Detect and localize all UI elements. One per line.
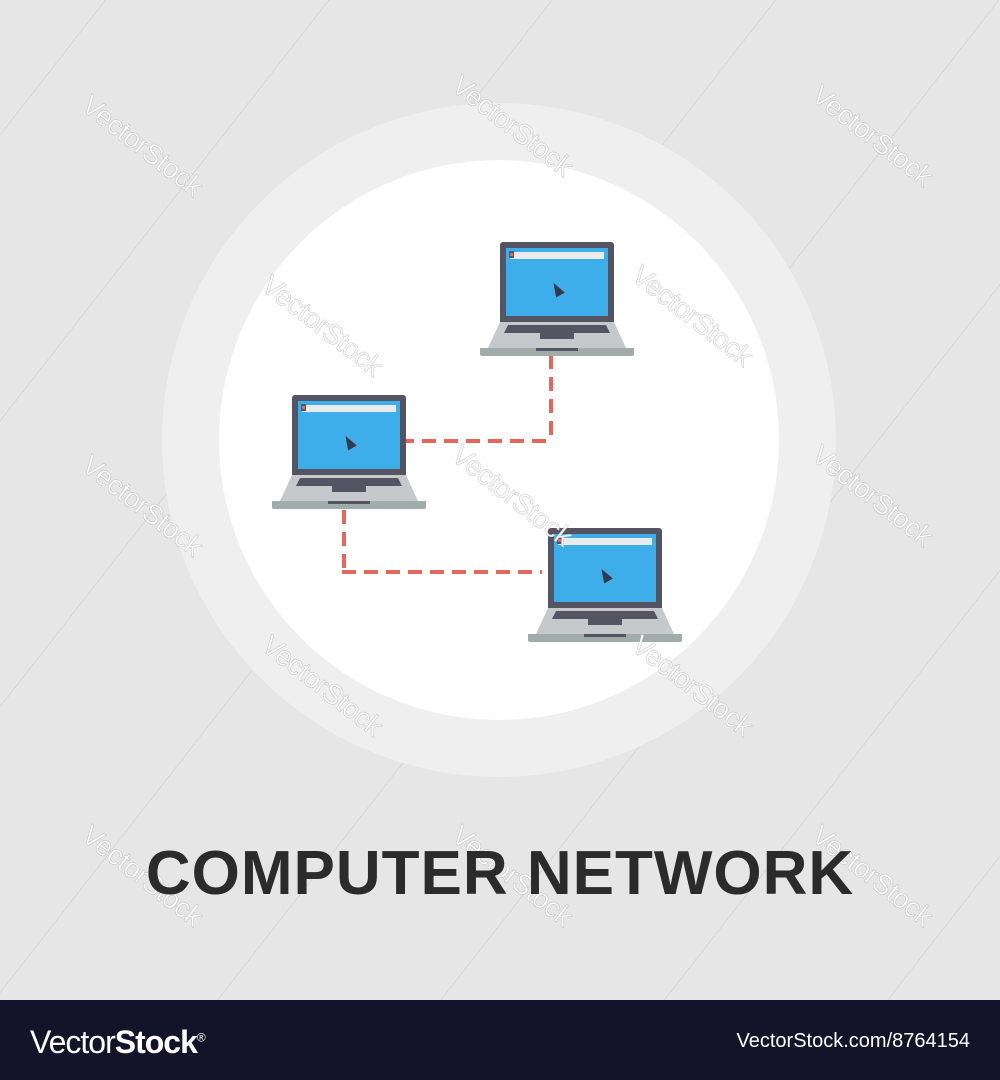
illustration-title: COMPUTER NETWORK [145, 839, 855, 908]
illustration-canvas: VectorStock VectorStock VectorStock Vect… [0, 0, 1000, 1000]
footer-bar: VectorStock® VectorStock.com/8764154 [0, 1000, 1000, 1080]
brand-logo: VectorStock® [30, 1024, 206, 1061]
connection-line [342, 570, 542, 574]
image-reference: VectorStock.com/8764154 [736, 1030, 970, 1052]
laptop-base [480, 348, 634, 356]
connection-line [342, 510, 346, 574]
laptop-notch [328, 501, 370, 504]
laptop-screen [298, 401, 400, 469]
browser-tab-icon [301, 404, 306, 411]
cursor-icon [597, 566, 613, 584]
laptop-screen [506, 248, 608, 316]
browser-tab-icon [509, 251, 514, 258]
laptop-notch [584, 634, 626, 637]
connection-line [400, 439, 553, 443]
brand-bold: Stock [114, 1024, 198, 1060]
browser-address-bar [301, 404, 397, 413]
laptop-notch [536, 348, 578, 351]
laptop-screen [554, 534, 656, 602]
laptop-base [528, 634, 682, 642]
laptop-bottom-right [528, 528, 682, 642]
connection-line [549, 355, 553, 441]
laptop-base [272, 501, 426, 509]
registered-mark: ® [196, 1030, 206, 1045]
browser-address-bar [557, 537, 653, 546]
laptop-top-right [480, 242, 634, 356]
browser-address-bar [509, 251, 605, 260]
laptop-lid [548, 528, 662, 608]
brand-light: Vector [30, 1024, 116, 1060]
laptop-lid [500, 242, 614, 322]
cursor-icon [341, 433, 357, 451]
laptop-middle-left [272, 395, 426, 509]
browser-tab-icon [557, 537, 562, 544]
laptop-lid [292, 395, 406, 475]
cursor-icon [549, 280, 565, 298]
